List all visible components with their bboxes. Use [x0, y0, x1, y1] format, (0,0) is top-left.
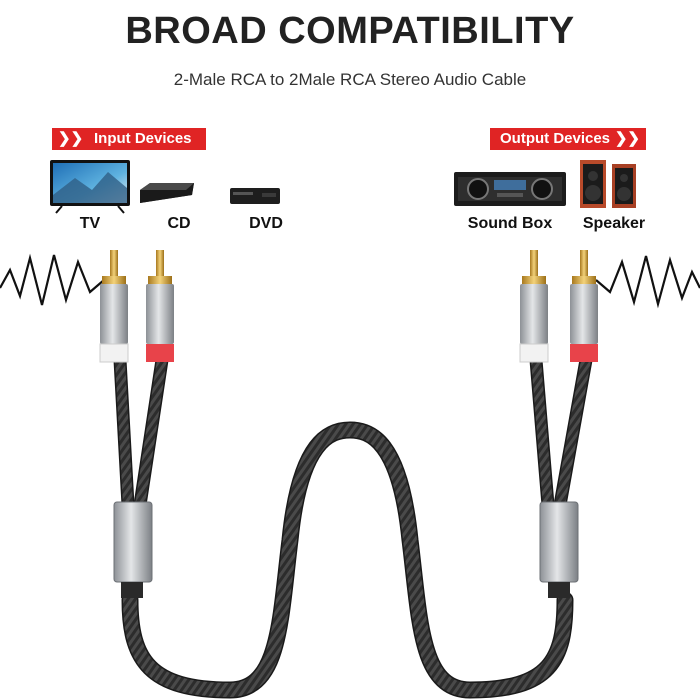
device-label-cd: CD: [167, 215, 191, 232]
input-devices-label: Input Devices: [94, 130, 192, 147]
device-label-tv: TV: [79, 215, 101, 232]
device-label-dvd: DVD: [249, 215, 283, 232]
amplifier-icon: [454, 172, 566, 206]
left-red-rca-plug: [146, 250, 174, 362]
device-label-sound-box: Sound Box: [467, 215, 553, 232]
tv-icon: [50, 160, 130, 214]
signal-wave-left: [0, 253, 105, 306]
page-title: BROAD COMPATIBILITY: [125, 10, 575, 52]
left-white-rca-plug: [99, 250, 129, 363]
output-devices-badge: Output Devices ❯❯: [490, 128, 646, 150]
device-label-speaker: Speaker: [582, 215, 646, 232]
double-chevron-right-icon: ❯❯: [614, 130, 640, 147]
dvd-player-icon: [230, 188, 280, 204]
left-splitter: [113, 501, 153, 598]
right-splitter: [539, 501, 579, 598]
cable-body: [121, 421, 574, 699]
right-white-rca-plug: [519, 250, 549, 363]
page-subtitle: 2-Male RCA to 2Male RCA Stereo Audio Cab…: [173, 70, 527, 89]
signal-wave-right: [595, 255, 700, 309]
right-red-rca-plug: [570, 250, 598, 362]
speaker-icon: [580, 160, 636, 208]
output-devices-label: Output Devices: [500, 130, 611, 147]
cd-player-icon: [140, 183, 194, 203]
double-chevron-right-icon: ❯❯: [58, 130, 84, 147]
input-devices-badge: ❯❯ Input Devices: [52, 128, 206, 150]
